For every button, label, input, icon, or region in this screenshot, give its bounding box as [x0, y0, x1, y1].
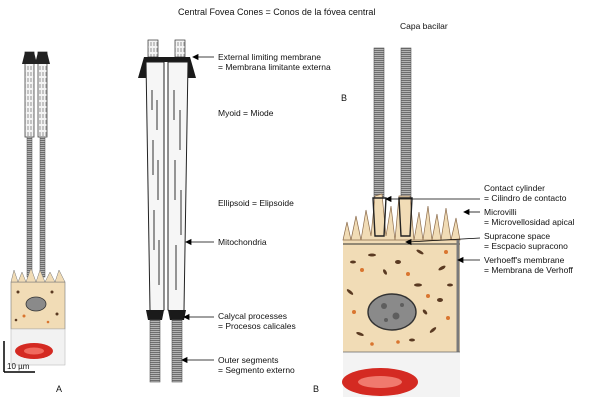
panel-label-a: A	[56, 384, 63, 394]
middle-pointer-lines	[181, 53, 214, 364]
label-supracone-space: Supracone space= Escpacio supracono	[484, 231, 568, 251]
label-microvilli: Microvilli= Microvellosidad apical	[484, 207, 575, 227]
right-panel-header: Capa bacilar	[400, 21, 448, 31]
panel-label-b-middle: B	[313, 384, 320, 394]
panel-label-b-right: B	[341, 93, 348, 103]
label-ellipsoid: Ellipsoid = Elipsoide	[218, 198, 294, 208]
scale-bar	[3, 341, 35, 373]
label-contact-cylinder: Contact cylinder= Cilindro de contacto	[484, 183, 567, 203]
label-myoid: Myoid = Miode	[218, 108, 274, 118]
right-pointer-lines	[385, 195, 481, 264]
figure-title: Central Fovea Cones = Conos de la fóvea …	[178, 7, 376, 17]
label-outer-segments: Outer segments= Segmento externo	[218, 355, 295, 375]
panel-b-cone-illustration	[138, 39, 196, 383]
label-mitochondria: Mitochondria	[218, 237, 267, 247]
panel-b-rpe-illustration	[342, 47, 461, 397]
label-external-limiting-membrane: External limiting membrane= Membrana lim…	[218, 52, 331, 72]
panel-a-illustration	[10, 51, 66, 366]
scale-bar-label: 10 µm	[7, 362, 30, 371]
label-calycal-processes: Calycal processes= Procesos calicales	[218, 311, 296, 331]
label-verhoeff-membrane: Verhoeff's membrane= Membrana de Verhoff	[484, 255, 573, 275]
